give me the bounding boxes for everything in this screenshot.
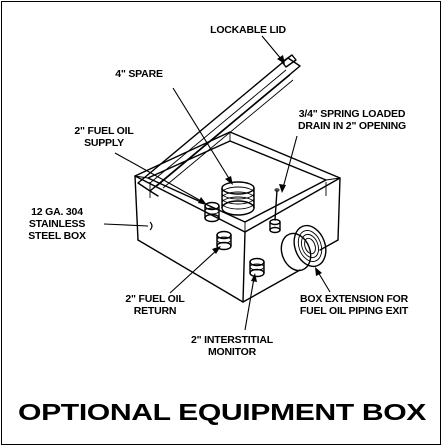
fuel-supply-label-line2: SUPPLY — [84, 137, 124, 149]
interstitial-label-line2: MONITOR — [208, 346, 257, 358]
fuel-supply-label-line1: 2" FUEL OIL — [74, 125, 134, 137]
leader-lines — [103, 35, 331, 331]
steel-box-label-line2: STAINLESS — [29, 218, 86, 230]
fuel-return-fitting-drawing — [216, 230, 232, 251]
steel-box-drawing — [134, 131, 341, 303]
lockable-lid-drawing — [137, 54, 301, 197]
fuel-return-label-line1: 2" FUEL OIL — [125, 293, 185, 305]
spare-label: 4" SPARE — [115, 68, 163, 80]
extension-label-line2: FUEL OIL PIPING EXIT — [300, 305, 409, 317]
box-extension-drawing — [280, 224, 327, 272]
drain-label-line1: 3/4" SPRING LOADED — [299, 108, 406, 120]
steel-box-label-line3: STEEL BOX — [28, 230, 86, 242]
diagram-title: OPTIONAL EQUIPMENT BOX — [18, 399, 427, 425]
interstitial-label-line1: 2" INTERSTITIAL — [191, 334, 274, 346]
drain-fitting-drawing — [269, 188, 281, 234]
spare-fitting-drawing — [221, 181, 255, 216]
extension-label-line1: BOX EXTENSION FOR — [300, 293, 409, 305]
fuel-return-label-line2: RETURN — [134, 305, 177, 317]
interstitial-fitting-drawing — [249, 257, 265, 278]
steel-box-label-line1: 12 GA. 304 — [31, 206, 83, 218]
drain-label-line2: DRAIN IN 2" OPENING — [298, 120, 406, 132]
lockable-lid-label: LOCKABLE LID — [210, 24, 286, 36]
fuel-supply-fitting-drawing — [204, 201, 220, 223]
